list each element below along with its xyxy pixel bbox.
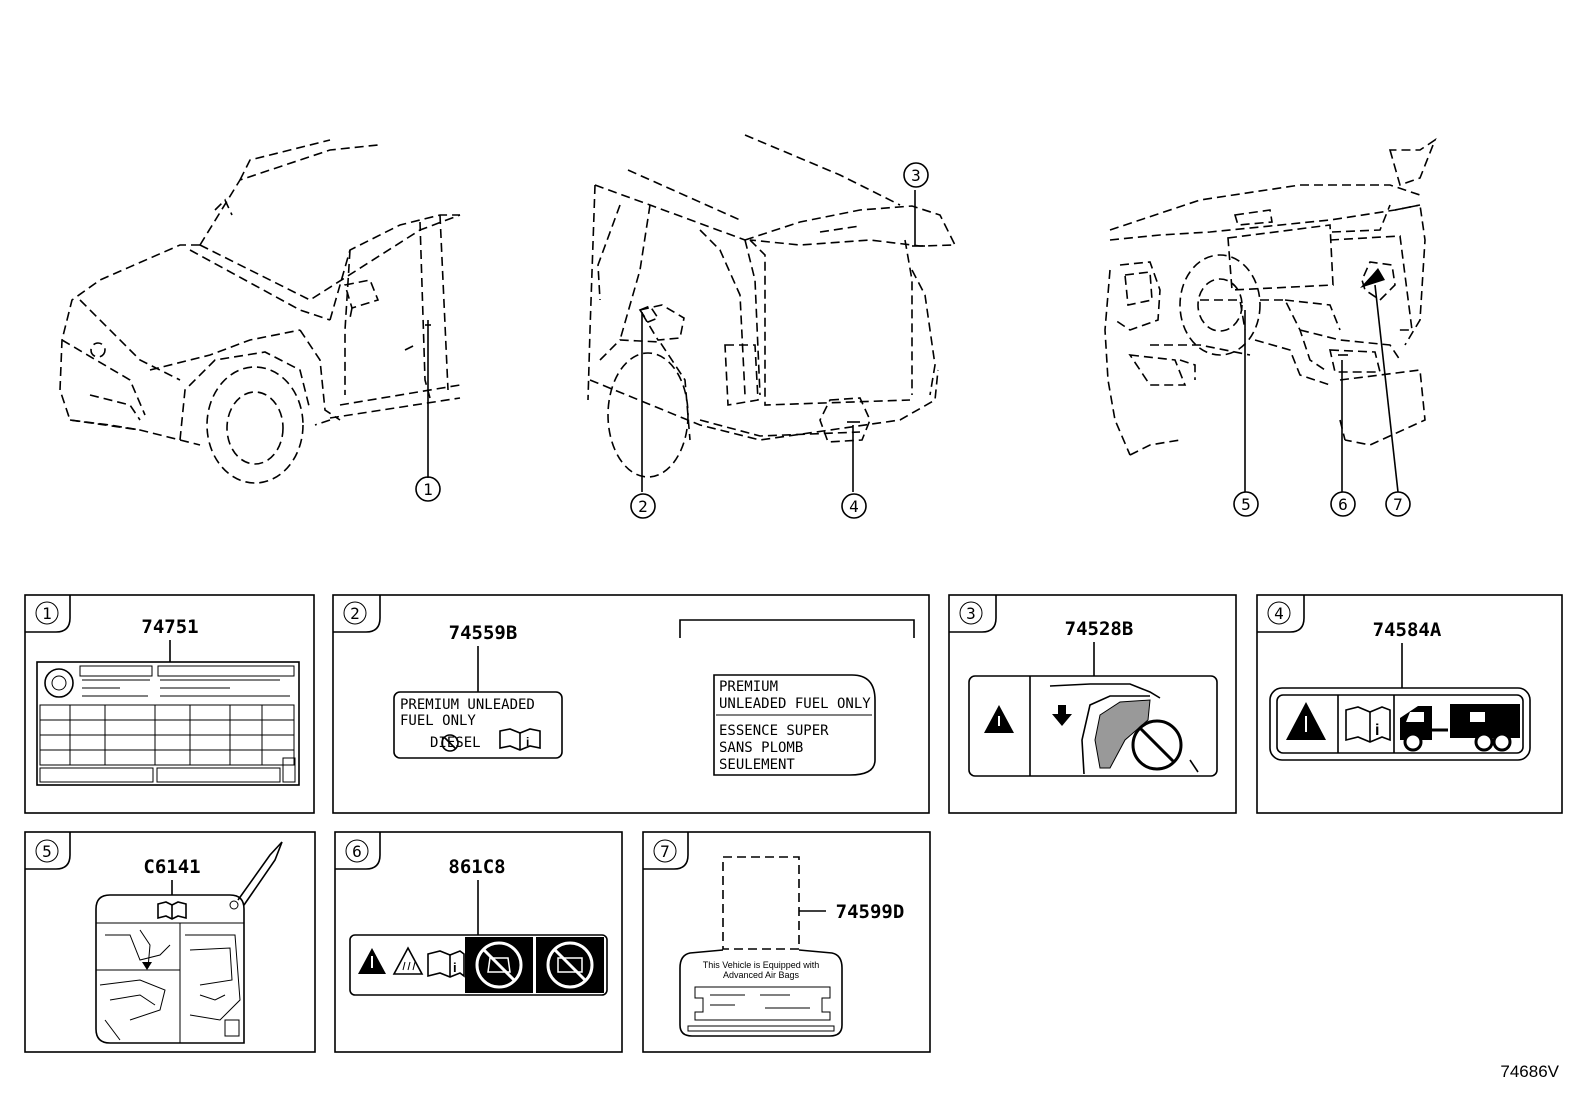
vehicle-interior-view [1104, 137, 1437, 493]
part-number-C6141: C6141 [143, 856, 200, 878]
panel-5: 5 C6141 [24, 831, 316, 1053]
airbag-label-line1: This Vehicle is Equipped with [703, 960, 820, 970]
towing-trailer-icon [1400, 704, 1520, 752]
callout-4: 4 [841, 493, 867, 519]
callout-3: 3 [903, 162, 929, 188]
hot-surface-icon [392, 946, 424, 975]
callout-1: 1 [415, 476, 441, 502]
fuel-alt-line4: SANS PLOMB [719, 740, 803, 756]
fuel-label-line1: PREMIUM UNLEADED [400, 697, 535, 713]
vehicle-rear-view [587, 134, 957, 492]
callout-7: 7 [1385, 491, 1411, 517]
fuel-alt-line5: SEULEMENT [719, 757, 795, 773]
panel-1: 1 74751 [24, 594, 315, 814]
vehicle-front-view [59, 139, 461, 484]
svg-text:2: 2 [350, 604, 360, 623]
figure-code: 74686V [1500, 1062, 1559, 1081]
down-arrow-icon [1052, 705, 1072, 726]
panel-3: 3 74528B [948, 594, 1237, 814]
part-number-74599D: 74599D [836, 901, 905, 923]
svg-text:5: 5 [42, 842, 52, 861]
svg-text:3: 3 [966, 604, 976, 623]
callout-5: 5 [1233, 491, 1259, 517]
callout-6: 6 [1330, 491, 1356, 517]
svg-text:i: i [453, 960, 457, 975]
fuel-label-line2: FUEL ONLY [400, 713, 476, 729]
svg-text:6: 6 [352, 842, 362, 861]
part-number-74559B: 74559B [449, 622, 518, 644]
manual-book-icon: i [427, 950, 465, 978]
manual-book-icon: i [1345, 706, 1391, 743]
panel-4: 4 74584A i [1256, 594, 1563, 814]
fuel-alt-line2: UNLEADED FUEL ONLY [719, 696, 871, 712]
svg-text:3: 3 [911, 166, 921, 185]
svg-text:i: i [526, 735, 529, 749]
part-number-74584A: 74584A [1373, 619, 1442, 641]
svg-text:5: 5 [1241, 495, 1251, 514]
fuel-alt-line1: PREMIUM [719, 679, 778, 695]
manual-book-icon [157, 901, 187, 920]
airbag-label-line2: Advanced Air Bags [723, 970, 800, 980]
svg-text:4: 4 [849, 497, 859, 516]
svg-text:7: 7 [1393, 495, 1403, 514]
svg-text:7: 7 [660, 842, 670, 861]
part-number-74751: 74751 [141, 616, 198, 638]
hatched-area [1094, 699, 1151, 769]
svg-text:i: i [1375, 722, 1379, 739]
panel-2: 2 74559B PREMIUM UNLEADED FUEL ONLY DIES… [332, 594, 930, 814]
manual-book-icon: i [499, 728, 541, 751]
panel-7: 7 74599D This Vehicle is Equipped with A… [642, 831, 931, 1053]
svg-text:2: 2 [638, 497, 648, 516]
callout-2: 2 [630, 493, 656, 519]
svg-text:1: 1 [423, 480, 433, 499]
part-number-74528B: 74528B [1065, 618, 1134, 640]
no-diesel-icon [441, 734, 459, 752]
fuel-alt-line3: ESSENCE SUPER [719, 723, 829, 739]
svg-text:6: 6 [1338, 495, 1348, 514]
svg-text:1: 1 [42, 604, 52, 623]
part-number-861C8: 861C8 [448, 856, 505, 878]
svg-text:4: 4 [1274, 604, 1284, 623]
panel-6: 6 861C8 i [334, 831, 623, 1053]
